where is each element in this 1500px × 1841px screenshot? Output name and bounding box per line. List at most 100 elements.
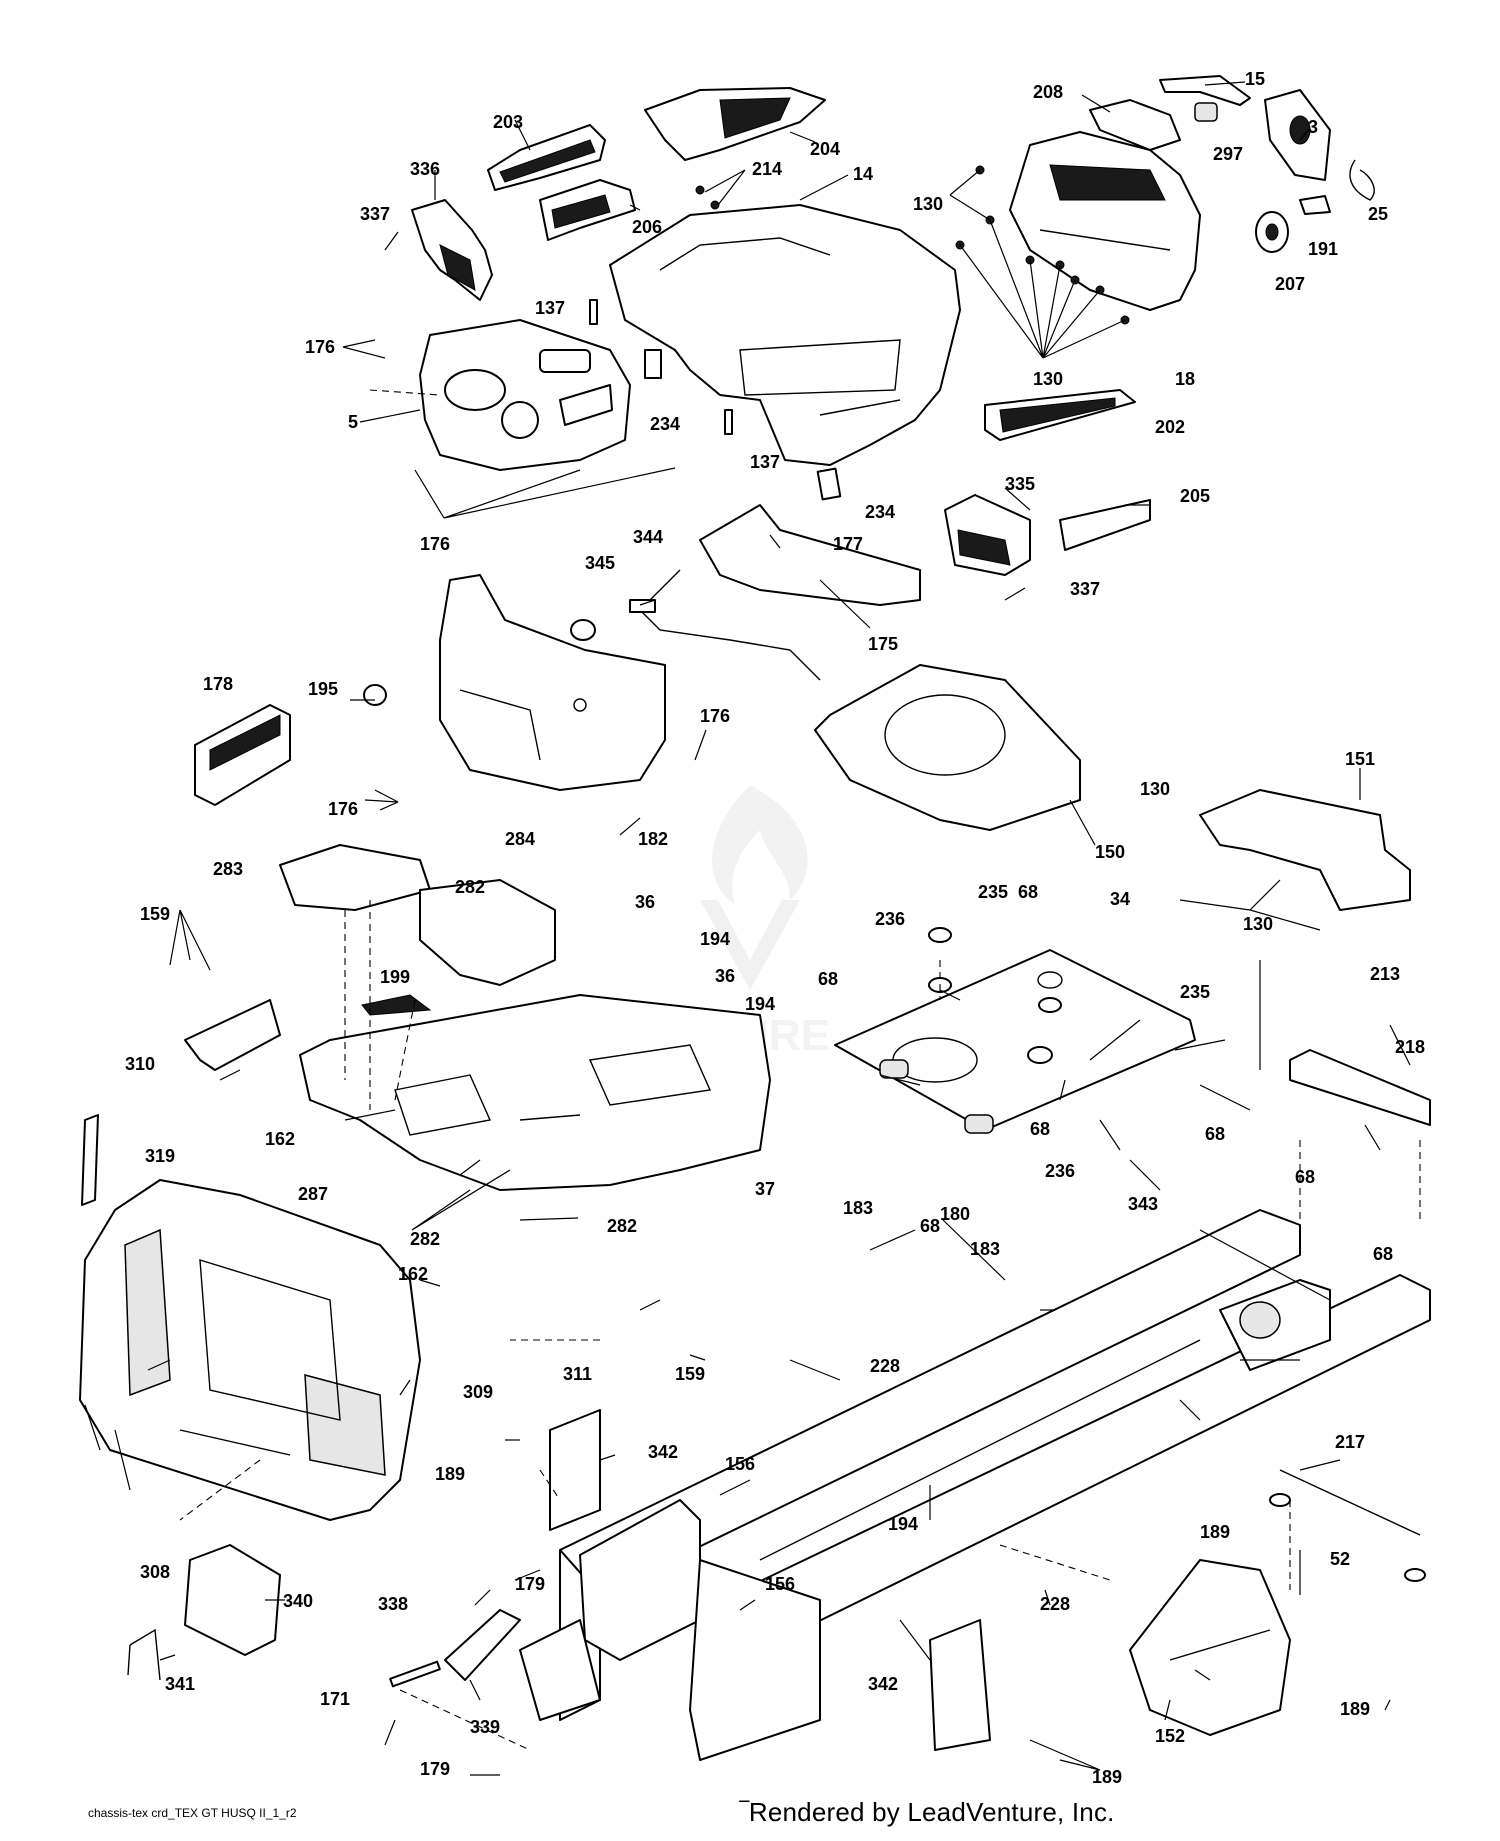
callout-228-b: 228: [1040, 1594, 1070, 1614]
part-202-grille: [984, 389, 1136, 441]
callout-68-e: 68: [920, 1216, 940, 1236]
callout-310: 310: [125, 1054, 155, 1074]
callout-183-a: 183: [843, 1198, 873, 1218]
callout-214: 214: [752, 159, 782, 179]
part-5-dash-pod: [419, 319, 631, 471]
part-37-fender-deck: [299, 994, 771, 1191]
part-310-bracket: [184, 999, 281, 1071]
callout-199: 199: [380, 967, 410, 987]
callout-150: 150: [1095, 842, 1125, 862]
callout-159-a: 159: [140, 904, 170, 924]
callout-189-a: 189: [435, 1464, 465, 1484]
callout-189-c: 189: [1340, 1699, 1370, 1719]
callout-152: 152: [1155, 1726, 1185, 1746]
callout-159-b: 159: [675, 1364, 705, 1384]
callout-343: 343: [1128, 1194, 1158, 1214]
callout-234-b: 234: [865, 502, 895, 522]
callout-234-a: 234: [650, 414, 680, 434]
callout-182: 182: [638, 829, 668, 849]
callout-68-a: 68: [1018, 882, 1038, 902]
part-214-screws: [695, 185, 720, 210]
part-25-hook: [1349, 159, 1375, 201]
callout-208: 208: [1033, 82, 1063, 102]
callout-236-b: 236: [1045, 1161, 1075, 1181]
callout-3: 3: [1308, 117, 1318, 137]
callout-176-c: 176: [700, 706, 730, 726]
callout-68-c: 68: [1205, 1124, 1225, 1144]
callout-171: 171: [320, 1689, 350, 1709]
part-182-dash-panel: [439, 574, 666, 791]
part-205-strip: [1059, 499, 1151, 551]
callout-341: 341: [165, 1674, 195, 1694]
part-14-hood: [609, 204, 961, 466]
part-195-plug: [363, 684, 387, 706]
part-171-pin: [389, 1660, 441, 1688]
render-credit: ‾Rendered by LeadVenture, Inc.: [740, 1797, 1115, 1827]
callout-5: 5: [348, 412, 358, 432]
part-342-brackets: [549, 1409, 991, 1751]
callout-308: 308: [140, 1562, 170, 1582]
callout-36-a: 36: [635, 892, 655, 912]
callout-176-b: 176: [420, 534, 450, 554]
callout-189-d: 189: [1092, 1767, 1122, 1787]
part-297-bulb: [1194, 102, 1218, 122]
callout-194-b: 194: [745, 994, 775, 1014]
callout-178: 178: [203, 674, 233, 694]
callout-137-a: 137: [535, 298, 565, 318]
dashed-lines: [179, 389, 1421, 1751]
callout-218: 218: [1395, 1037, 1425, 1057]
leader-lines: [84, 81, 1411, 1776]
part-199-decal: [361, 994, 432, 1016]
callout-180: 180: [940, 1204, 970, 1224]
callout-287: 287: [298, 1184, 328, 1204]
callout-14: 14: [853, 164, 873, 184]
callout-177: 177: [833, 534, 863, 554]
part-206-grille: [539, 179, 636, 241]
callout-337-b: 337: [1070, 579, 1100, 599]
callout-179-b: 179: [420, 1759, 450, 1779]
callout-176-d: 176: [328, 799, 358, 819]
callout-336: 336: [410, 159, 440, 179]
callout-36-b: 36: [715, 966, 735, 986]
callout-297: 297: [1213, 144, 1243, 164]
part-341-spring: [127, 1628, 161, 1681]
callout-162-b: 162: [398, 1264, 428, 1284]
callout-156-b: 156: [765, 1574, 795, 1594]
callout-282-b: 282: [410, 1229, 440, 1249]
callout-345: 345: [585, 553, 615, 573]
callout-203: 203: [493, 112, 523, 132]
part-3-bracket: [1264, 89, 1331, 181]
callout-68-f: 68: [1373, 1244, 1393, 1264]
callout-235-a: 235: [978, 882, 1008, 902]
callout-25: 25: [1368, 204, 1388, 224]
callout-130-d: 130: [1243, 914, 1273, 934]
callout-18: 18: [1175, 369, 1195, 389]
callout-68-b: 68: [818, 969, 838, 989]
callout-338: 338: [378, 1594, 408, 1614]
callout-319: 319: [145, 1146, 175, 1166]
part-234-pad: [644, 349, 842, 501]
callout-235-b: 235: [1180, 982, 1210, 1002]
callout-342-a: 342: [648, 1442, 678, 1462]
part-18-grille-frame: [1009, 131, 1201, 311]
callout-335: 335: [1005, 474, 1035, 494]
part-319-rod: [81, 1114, 99, 1206]
callout-37: 37: [755, 1179, 775, 1199]
callout-151: 151: [1345, 749, 1375, 769]
callout-130-a: 130: [913, 194, 943, 214]
callout-202: 202: [1155, 417, 1185, 437]
callout-175: 175: [868, 634, 898, 654]
callout-206: 206: [632, 217, 662, 237]
part-front-plate: [519, 1499, 821, 1761]
callout-176-a: 176: [305, 337, 335, 357]
part-178-vent: [194, 704, 291, 806]
callout-339: 339: [470, 1717, 500, 1737]
part-335-vent: [944, 494, 1031, 576]
callout-228-a: 228: [870, 1356, 900, 1376]
part-204-vent: [644, 87, 826, 161]
callout-217: 217: [1335, 1432, 1365, 1452]
part-137-clip: [589, 299, 733, 435]
part-15-lens: [1159, 75, 1251, 106]
callout-68-g: 68: [1030, 1119, 1050, 1139]
